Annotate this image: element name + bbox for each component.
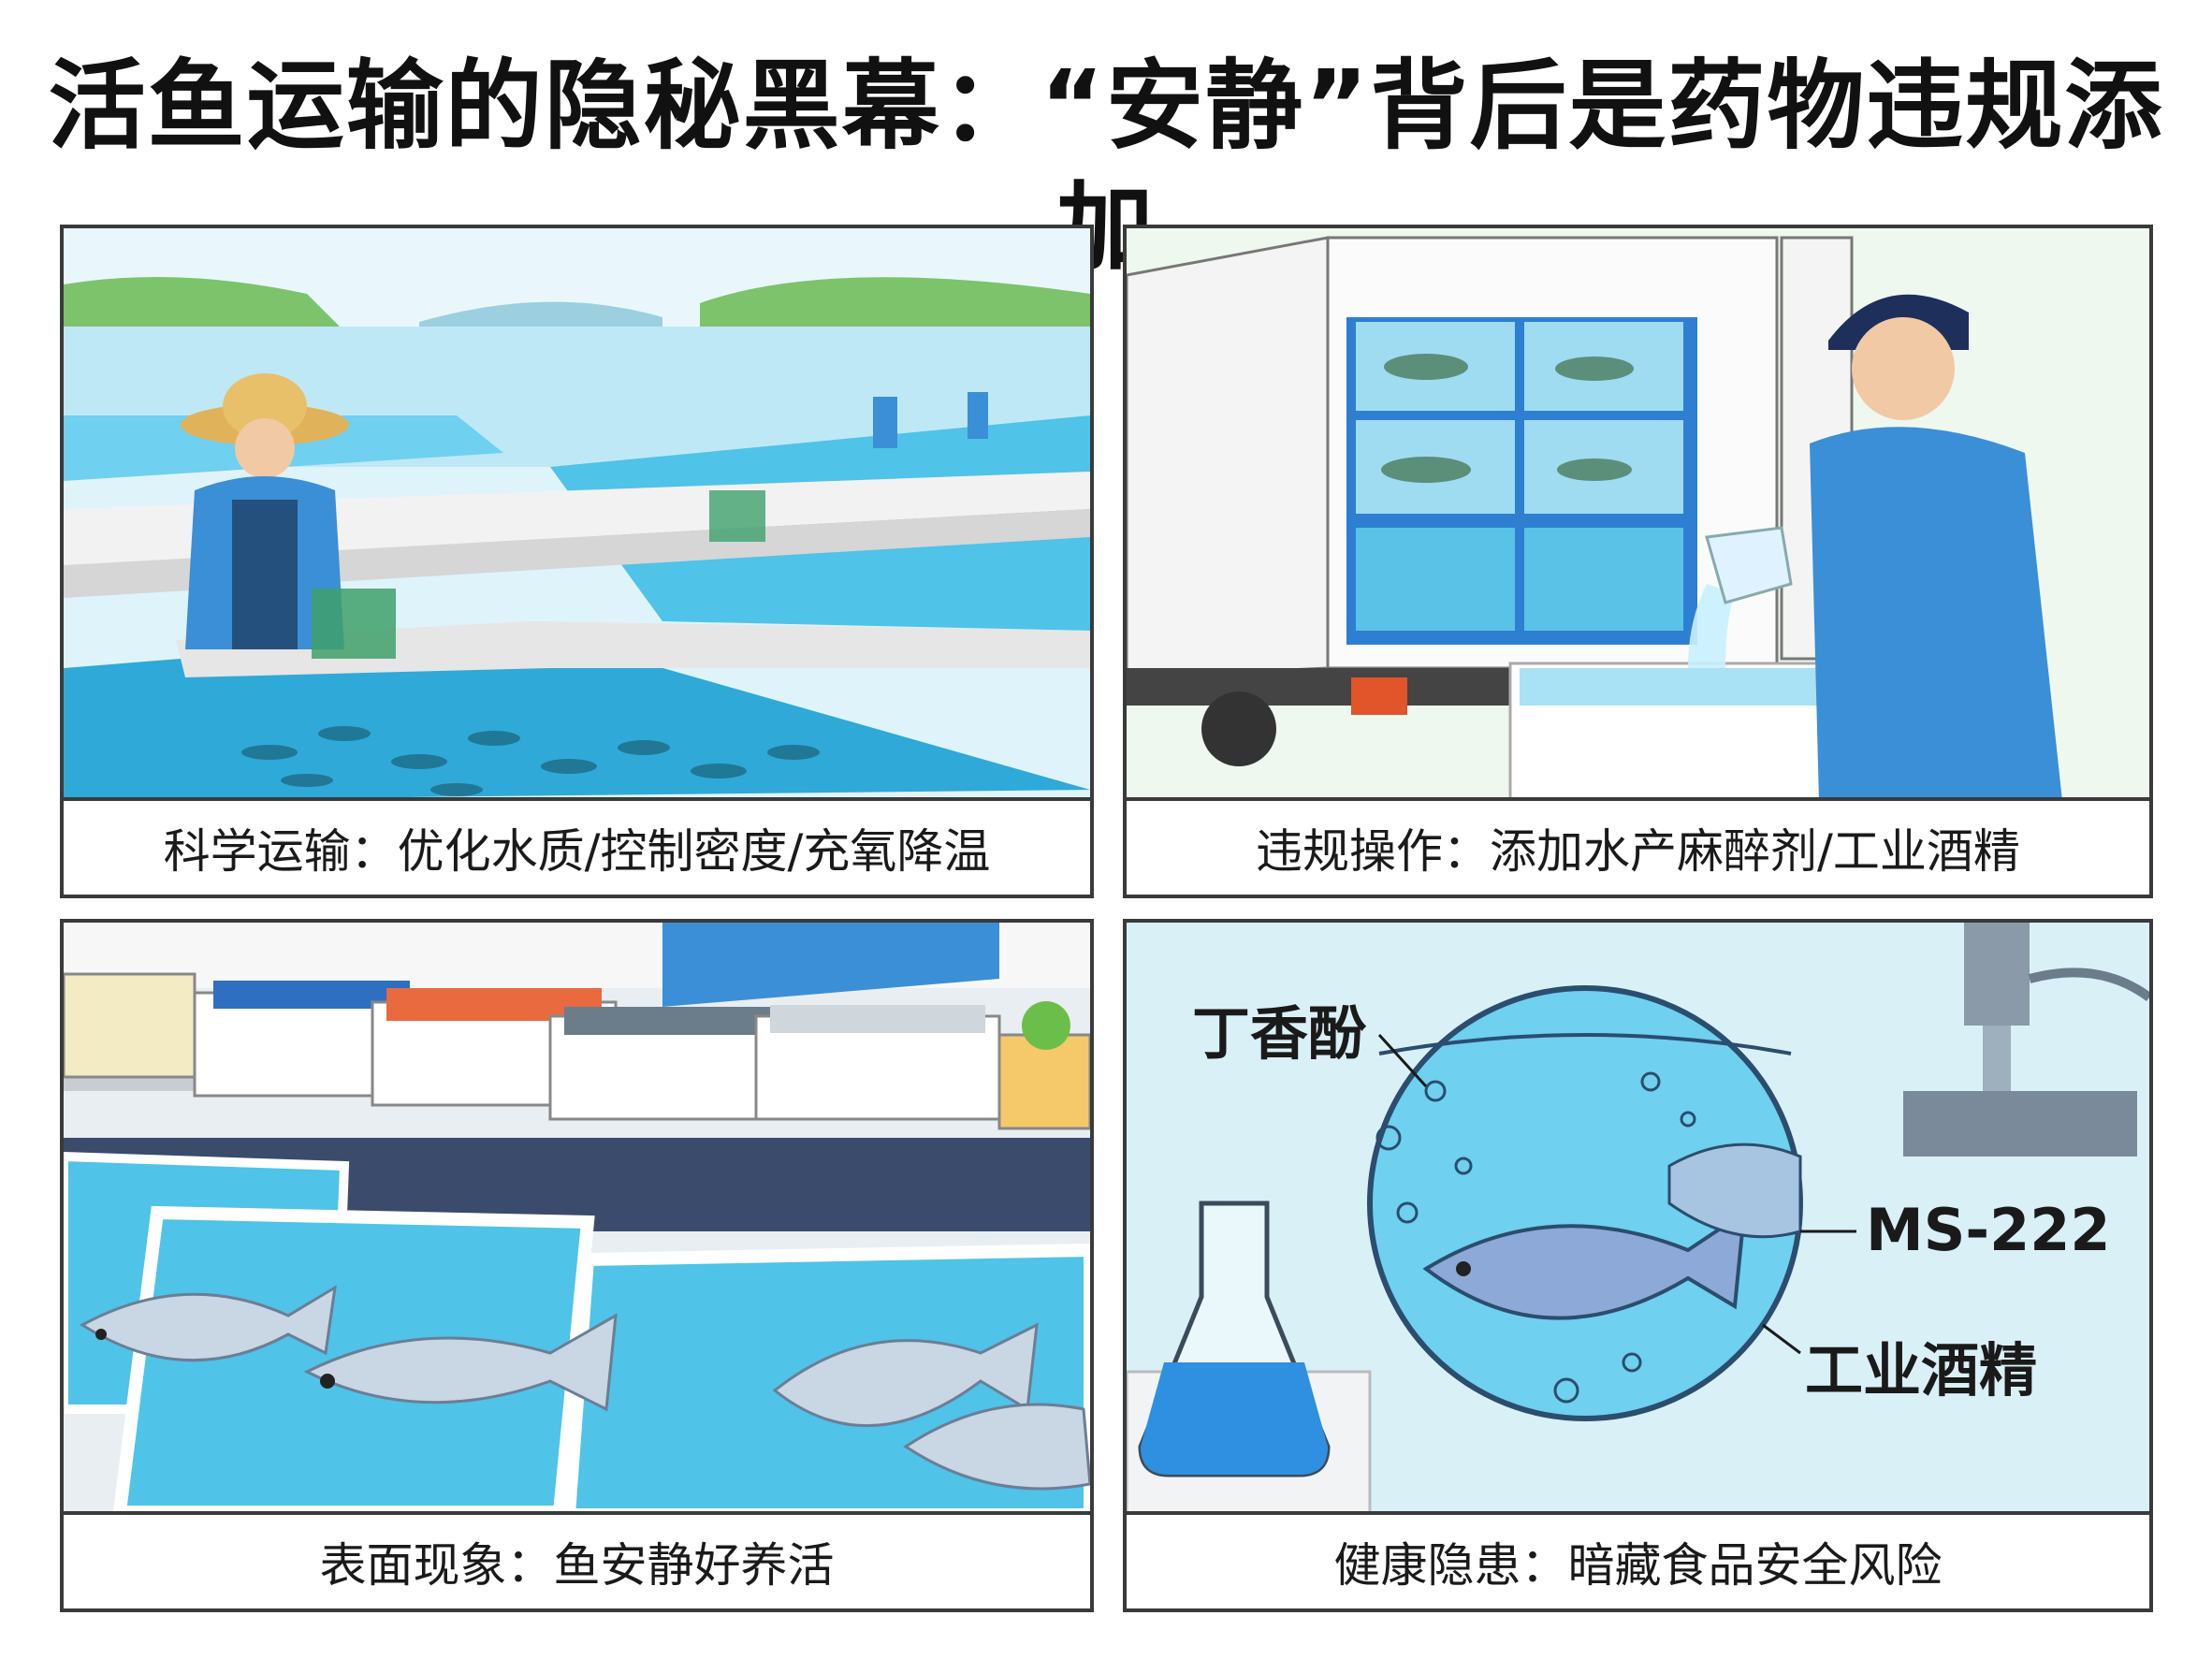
panel-surface-phenomenon: 表面现象：鱼安静好养活 (60, 919, 1094, 1612)
label-industrial-alcohol: 工业酒精 (1805, 1336, 2037, 1404)
flask-icon (1127, 1201, 1372, 1515)
panel-caption: 科学运输：优化水质/控制密度/充氧降温 (64, 797, 1090, 895)
panel-caption: 违规操作：添加水产麻醉剂/工业酒精 (1127, 797, 2149, 895)
label-clove-oil: 丁香酚 (1192, 999, 1367, 1068)
market-scene (64, 923, 1090, 1515)
panel-caption: 表面现象：鱼安静好养活 (64, 1511, 1090, 1608)
page-title: 活鱼运输的隐秘黑幕：“安静”背后是药物违规添加 (48, 49, 2164, 284)
worker-figure (181, 373, 396, 659)
worker-figure (1705, 294, 2062, 801)
label-ms222: MS-222 (1866, 1196, 2111, 1264)
fish-icon (80, 1285, 1090, 1491)
display-trays (64, 972, 1090, 1130)
pipette-icon (1903, 923, 2149, 1157)
lab-scene: 丁香酚 MS-222 工业酒精 (1127, 923, 2149, 1515)
panel-scientific-transport: 科学运输：优化水质/控制密度/充氧降温 (60, 225, 1094, 898)
fish-farm-scene (64, 228, 1090, 801)
fish-icon (1422, 1142, 1802, 1320)
truck-scene (1127, 228, 2149, 801)
panel-health-hazard: 丁香酚 MS-222 工业酒精 健康隐患：暗藏食品安全风险 (1123, 919, 2153, 1612)
fish-school-icon (241, 726, 820, 796)
jug-icon (1705, 526, 1793, 604)
net-basket-icon (312, 589, 396, 659)
panel-caption: 健康隐患：暗藏食品安全风险 (1127, 1511, 2149, 1608)
panel-illegal-operation: 违规操作：添加水产麻醉剂/工业酒精 (1123, 225, 2153, 898)
